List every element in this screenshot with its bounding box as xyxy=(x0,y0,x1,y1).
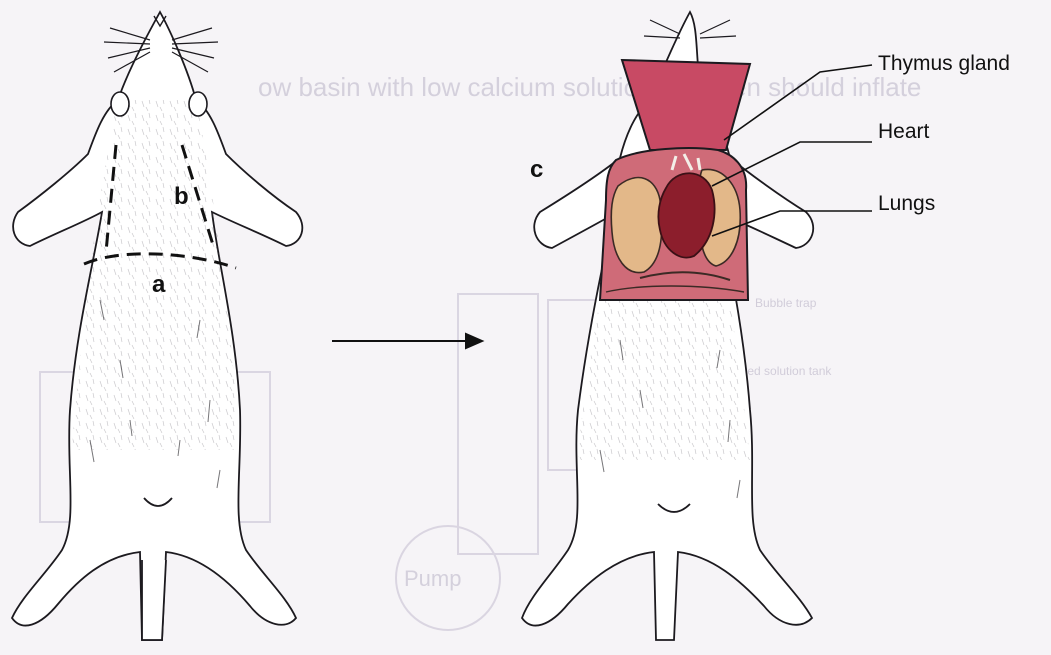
thoracic-cavity xyxy=(600,148,748,300)
lung-left xyxy=(611,178,661,273)
label-lungs: Lungs xyxy=(878,192,935,216)
label-a: a xyxy=(152,271,165,299)
label-heart: Heart xyxy=(878,120,929,144)
rat-right-fur xyxy=(578,300,750,460)
label-thymus-gland: Thymus gland xyxy=(878,52,1010,76)
arrow xyxy=(332,334,482,348)
label-c: c xyxy=(530,156,543,184)
label-b: b xyxy=(174,183,189,211)
